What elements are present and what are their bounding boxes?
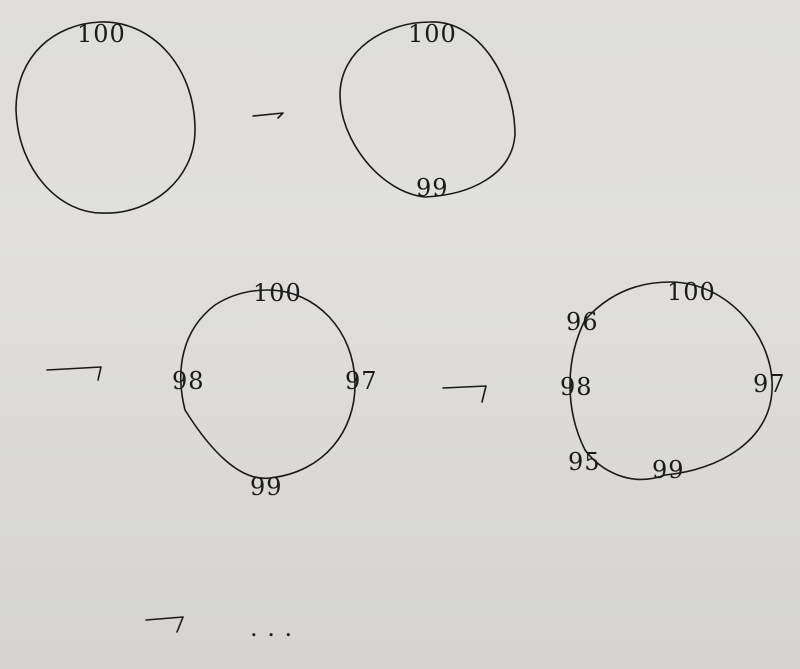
- label-top: 100: [667, 278, 716, 306]
- label-top: 100: [77, 20, 126, 48]
- label-right: 97: [345, 367, 378, 395]
- circle-stage-3: 100 98 97 99: [172, 279, 378, 501]
- circle-outline: [180, 289, 356, 480]
- circle-stage-1: 100: [15, 20, 196, 214]
- continuation-dots: . . .: [250, 614, 293, 642]
- label-top: 100: [253, 279, 302, 307]
- circle-stage-2: 100 99: [339, 20, 516, 202]
- label-bottom: 99: [250, 473, 283, 501]
- arrow-2: [46, 366, 102, 381]
- circle-outline: [339, 21, 516, 198]
- label-bottom: 99: [652, 456, 685, 484]
- circle-stage-4: 100 96 98 97 95 99: [560, 278, 786, 484]
- label-right: 97: [753, 370, 786, 398]
- arrow-4: [145, 616, 184, 633]
- label-left: 98: [560, 373, 593, 401]
- label-left: 98: [172, 367, 205, 395]
- label-top: 100: [408, 20, 457, 48]
- label-lower-left: 95: [568, 448, 601, 476]
- circle-outline: [15, 21, 196, 214]
- arrow-3: [442, 385, 487, 403]
- arrow-1: [252, 112, 284, 119]
- label-bottom: 99: [416, 174, 449, 202]
- circle-outline: [569, 281, 773, 481]
- label-upper-left: 96: [566, 308, 599, 336]
